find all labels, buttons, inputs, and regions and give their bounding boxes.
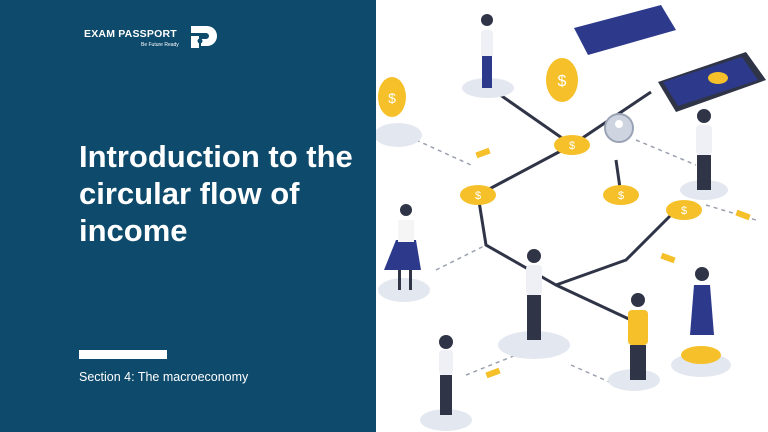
user-pin-icon — [604, 113, 634, 143]
logo-name: EXAM PASSPORT — [84, 28, 177, 40]
coin-icon: $ — [666, 200, 702, 220]
circular-flow-illustration: $ $ $ $ $ $ — [376, 5, 766, 431]
divider-bar — [79, 350, 167, 359]
people — [384, 14, 714, 415]
title-panel: EXAM PASSPORT Be Future Ready Introducti… — [0, 0, 376, 432]
coins: $ $ $ $ $ $ — [378, 58, 721, 364]
cash-notes — [475, 147, 751, 379]
phone-icons — [574, 5, 766, 112]
coin-icon: $ — [378, 77, 406, 117]
svg-text:$: $ — [388, 90, 396, 106]
svg-text:$: $ — [569, 140, 575, 152]
flow-lines — [476, 90, 678, 322]
svg-text:$: $ — [681, 205, 687, 217]
exam-passport-logo: EXAM PASSPORT Be Future Ready — [84, 24, 221, 50]
coin-icon: $ — [546, 58, 578, 102]
logo-p-icon — [190, 26, 217, 48]
svg-text:$: $ — [558, 73, 567, 90]
slide-title: Introduction to the circular flow of inc… — [79, 139, 353, 248]
svg-text:$: $ — [618, 190, 624, 202]
svg-text:$: $ — [475, 190, 481, 202]
section-label: Section 4: The macroeconomy — [79, 370, 249, 384]
coin-icon: $ — [460, 185, 496, 205]
coin-icon: $ — [603, 185, 639, 205]
logo-tagline: Be Future Ready — [141, 42, 179, 48]
coin-icon: $ — [554, 135, 590, 155]
